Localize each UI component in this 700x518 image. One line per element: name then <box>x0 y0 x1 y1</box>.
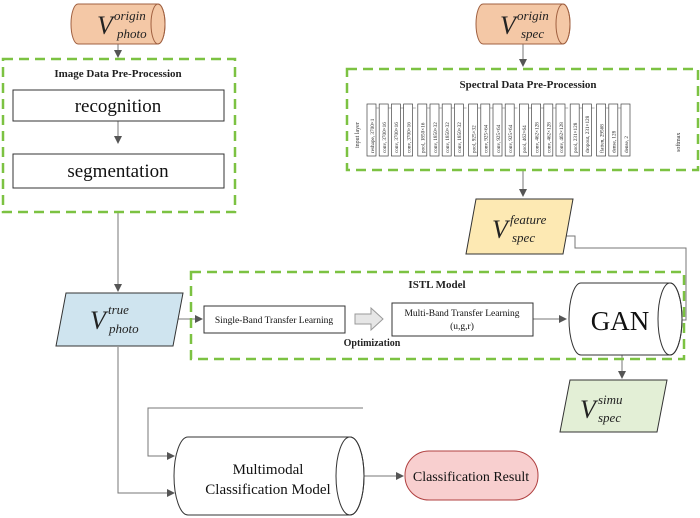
cnn-layer-box <box>608 103 619 157</box>
cnn-layer-box <box>403 103 413 157</box>
cnn-layer-label: dense, 2 <box>624 136 630 153</box>
simu-sub: spec <box>598 410 621 425</box>
classification-result: Classification Result <box>404 450 539 501</box>
simu-parallelogram: V simu spec <box>559 379 668 433</box>
cnn-layer-label: conv, 462×128 <box>559 122 565 153</box>
cnn-layer-box <box>454 103 464 157</box>
softmax-label: softmax <box>675 133 682 152</box>
gan-label: GAN <box>591 306 650 336</box>
cnn-layer-label: conv, 3700×16 <box>394 122 400 153</box>
arrow-feature-to-gan <box>563 235 687 324</box>
cnn-layer-label: conv, 462×128 <box>534 122 540 153</box>
true-photo-sub: photo <box>108 321 139 336</box>
spec-origin-sup: origin <box>517 8 549 23</box>
image-preprocess-block: Image Data Pre-Procession recognition se… <box>1 57 237 214</box>
cnn-layer-label: conv, 925×64 <box>496 124 502 153</box>
spectral-preprocess-block: Spectral Data Pre-Procession input layer… <box>345 67 700 172</box>
photo-origin-sub: photo <box>116 26 147 41</box>
cnn-layer-label: conv, 925×64 <box>484 124 490 153</box>
cnn-layer-box <box>429 103 440 157</box>
cnn-layer-box <box>480 103 491 157</box>
feature-sub: spec <box>512 230 535 245</box>
cnn-layer-box <box>582 103 592 157</box>
classifier-label-line2: Classification Model <box>205 482 330 498</box>
cnn-layer-box <box>620 103 631 157</box>
cnn-layer-label: conv, 1850×32 <box>457 122 463 153</box>
true-photo-parallelogram: V true photo <box>55 292 184 347</box>
cnn-layer-box <box>468 103 478 157</box>
connectors <box>114 44 687 497</box>
cnn-layer-box <box>441 103 452 157</box>
cnn-layer-label: conv, 1850×32 <box>433 122 439 153</box>
arrow-simu-branch-to-classifier <box>147 408 175 460</box>
spec-origin-base: V <box>500 11 519 40</box>
cnn-layer-box <box>569 103 580 157</box>
cnn-layer-box <box>596 103 606 157</box>
result-label: Classification Result <box>413 470 529 485</box>
cnn-layer-box <box>504 103 515 157</box>
segmentation-label: segmentation <box>67 161 169 182</box>
recognition-box <box>12 89 225 122</box>
true-photo-sup: true <box>108 302 129 317</box>
cnn-layer-label: pool, 925×32 <box>471 125 477 153</box>
image-block-title: Image Data Pre-Procession <box>54 68 181 80</box>
cnn-layer-box <box>378 103 389 157</box>
cnn-layer-label: pool, 462×64 <box>522 125 528 153</box>
transfer-block-arrow <box>354 306 384 332</box>
simu-base: V <box>580 395 599 424</box>
spec-origin-cylinder: V origin spec <box>475 3 571 45</box>
cnn-layer-label: conv, 3700×16 <box>406 122 412 153</box>
simu-sup: simu <box>598 392 623 407</box>
spec-origin-sub: spec <box>521 26 544 41</box>
arrow-true-photo-to-classifier <box>117 347 175 497</box>
multi-band-label: Multi-Band Transfer Learning <box>404 308 519 319</box>
segmentation-box <box>12 153 225 189</box>
true-photo-base: V <box>90 306 109 335</box>
cnn-layer-label: dropout, 231×128 <box>585 115 591 153</box>
cnn-layer-box <box>543 103 554 157</box>
photo-origin-sup: origin <box>114 8 146 23</box>
cnn-layer-label: conv, 462×128 <box>547 122 553 153</box>
classification-model-cylinder: Multimodal Classification Model <box>173 436 365 516</box>
classifier-label-line1: Multimodal <box>233 462 304 478</box>
cnn-layer-label: flatten, 29568 <box>598 124 605 153</box>
single-band-label: Single-Band Transfer Learning <box>215 315 333 326</box>
cnn-layer-box <box>391 103 401 157</box>
cnn-layer-box <box>519 103 529 157</box>
single-band-box <box>203 305 346 334</box>
cnn-layer-box <box>366 103 377 157</box>
recognition-label: recognition <box>75 96 162 117</box>
multi-band-bands: (u,g,r) <box>450 321 474 332</box>
optimization-label: Optimization <box>344 338 401 349</box>
cnn-layer-label: reshape, 3700×1 <box>370 118 376 153</box>
cnn-layer-label: pool, 231×128 <box>573 122 579 153</box>
spectral-block-title: Spectral Data Pre-Procession <box>459 79 596 91</box>
photo-origin-cylinder: V origin photo <box>70 3 166 45</box>
feature-base: V <box>492 215 511 244</box>
multi-band-box <box>391 302 534 337</box>
cnn-layer-label: pool, 1850×16 <box>421 122 427 153</box>
cnn-layer-box <box>417 103 428 157</box>
cnn-layer-label: conv, 1850×32 <box>445 122 451 153</box>
cnn-layer-stack: reshape, 3700×1 conv, 3700×16 conv, 3700×1… <box>366 103 631 157</box>
cnn-layer-label: conv, 925×64 <box>508 124 514 153</box>
feature-sup: feature <box>510 212 547 227</box>
cnn-layer-box <box>555 103 566 157</box>
istl-model-block: ISTL Model Single-Band Transfer Learning… <box>189 270 686 361</box>
cnn-layer-box <box>531 103 541 157</box>
cnn-layer-label: conv, 3700×16 <box>382 122 388 153</box>
feature-parallelogram: V feature spec <box>465 198 574 255</box>
cnn-layer-box <box>492 103 503 157</box>
input-layer-label: input layer <box>355 122 361 148</box>
istl-title: ISTL Model <box>408 279 465 291</box>
cnn-layer-label: dense, 128 <box>612 130 618 153</box>
photo-origin-base: V <box>97 11 116 40</box>
